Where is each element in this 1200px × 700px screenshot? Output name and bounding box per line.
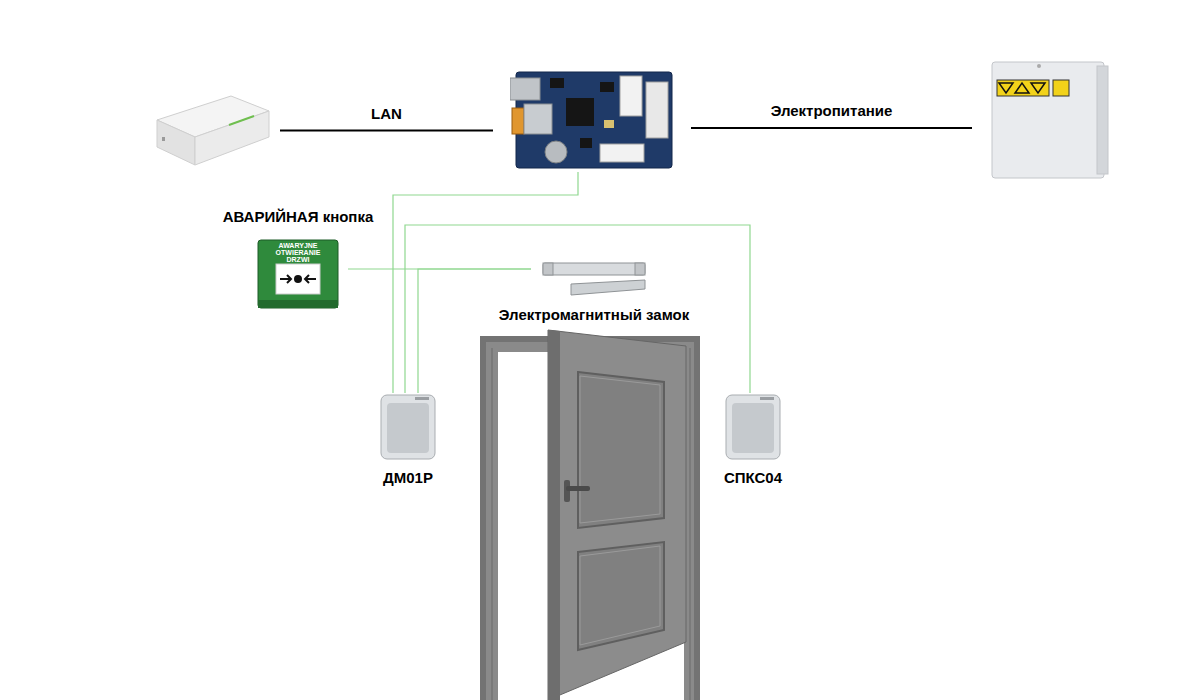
chip bbox=[600, 82, 614, 92]
wire-connector bbox=[393, 172, 578, 393]
sign-text: AWARYJNE OTWIERANIE DRZWI bbox=[256, 242, 340, 263]
arrow-symbol bbox=[305, 275, 316, 283]
card-reader: СПКС04 bbox=[724, 393, 782, 487]
card-reader-picture bbox=[724, 393, 782, 461]
magnet-bar bbox=[543, 263, 645, 275]
power-supply-icon bbox=[989, 58, 1111, 182]
chip bbox=[580, 138, 592, 148]
card-slot bbox=[524, 104, 552, 134]
door-leaf bbox=[548, 330, 686, 700]
psu-side bbox=[1097, 66, 1108, 174]
reader-mark bbox=[415, 397, 429, 400]
reader-case bbox=[726, 395, 780, 459]
controller-board-icon bbox=[510, 68, 676, 172]
device-label: ДМ01Р bbox=[383, 469, 433, 487]
card-reader-picture bbox=[379, 393, 437, 461]
wire-connector bbox=[691, 127, 972, 129]
network-switch-picture bbox=[154, 93, 272, 168]
cpu-chip bbox=[566, 98, 594, 126]
warning-triangle bbox=[1031, 83, 1045, 93]
warning-triangle bbox=[999, 83, 1013, 93]
component bbox=[604, 120, 614, 128]
magnetic-lock-icon bbox=[541, 258, 647, 298]
network-switch bbox=[154, 93, 272, 168]
psu-screw bbox=[1037, 64, 1041, 68]
connector-label: LAN bbox=[368, 105, 405, 123]
switch-side bbox=[157, 120, 195, 165]
battery bbox=[545, 141, 567, 163]
switch-led-strip bbox=[229, 116, 254, 125]
sd-card bbox=[512, 108, 524, 134]
device-label: АВАРИЙНАЯ кнопка bbox=[223, 208, 374, 226]
warning-band bbox=[997, 80, 1049, 96]
reader-face bbox=[387, 403, 429, 453]
reader-face bbox=[732, 403, 774, 453]
psu-case bbox=[992, 62, 1104, 178]
wire-connector bbox=[280, 130, 493, 132]
device-label: Электромагнитный замок bbox=[499, 306, 690, 324]
connector-block bbox=[600, 144, 644, 162]
emergency-button-picture: AWARYJNE OTWIERANIE DRZWI bbox=[256, 238, 340, 310]
connector-label: Электропитание bbox=[768, 102, 896, 120]
door-leaf-edge bbox=[548, 330, 560, 700]
magnet-end bbox=[543, 263, 553, 275]
power-supply bbox=[989, 58, 1111, 182]
button-base bbox=[258, 300, 338, 308]
armature-plate bbox=[571, 280, 645, 295]
card-reader-icon bbox=[379, 393, 437, 461]
reader-mark bbox=[760, 397, 774, 400]
psu-badge bbox=[1053, 80, 1069, 96]
wire-connector bbox=[418, 269, 531, 393]
power-supply-picture bbox=[989, 58, 1111, 182]
warning-triangle bbox=[1015, 83, 1029, 93]
network-switch-icon bbox=[154, 93, 272, 168]
switch-front bbox=[195, 111, 269, 165]
button-window bbox=[276, 264, 320, 294]
door-panel-bevel bbox=[580, 376, 660, 523]
device-label: СПКС04 bbox=[724, 469, 782, 487]
door-panel bbox=[578, 542, 664, 650]
door-panel-bevel bbox=[580, 546, 660, 645]
reader-case bbox=[381, 395, 435, 459]
frame-groove bbox=[492, 348, 493, 700]
door-handle bbox=[566, 486, 590, 491]
controller-board-picture bbox=[510, 68, 676, 172]
switch-port bbox=[162, 137, 165, 141]
card-reader: ДМ01Р bbox=[379, 393, 437, 487]
connector-block bbox=[620, 76, 642, 116]
arrow-symbol bbox=[280, 275, 291, 283]
emergency-button: АВАРИЙНАЯ кнопкаAWARYJNE OTWIERANIE DRZW… bbox=[223, 208, 374, 310]
magnetic-lock-picture bbox=[541, 258, 647, 298]
frame-groove bbox=[690, 348, 691, 700]
ethernet-port bbox=[510, 78, 540, 100]
card-reader-icon bbox=[724, 393, 782, 461]
magnetic-lock: Электромагнитный замок bbox=[499, 258, 690, 324]
terminal-block bbox=[646, 82, 668, 138]
door-panel bbox=[578, 372, 664, 528]
button-dot bbox=[294, 275, 302, 283]
controller-board bbox=[510, 68, 676, 172]
wire-connector bbox=[405, 225, 750, 393]
magnet-end bbox=[635, 263, 645, 275]
chip bbox=[550, 78, 564, 88]
